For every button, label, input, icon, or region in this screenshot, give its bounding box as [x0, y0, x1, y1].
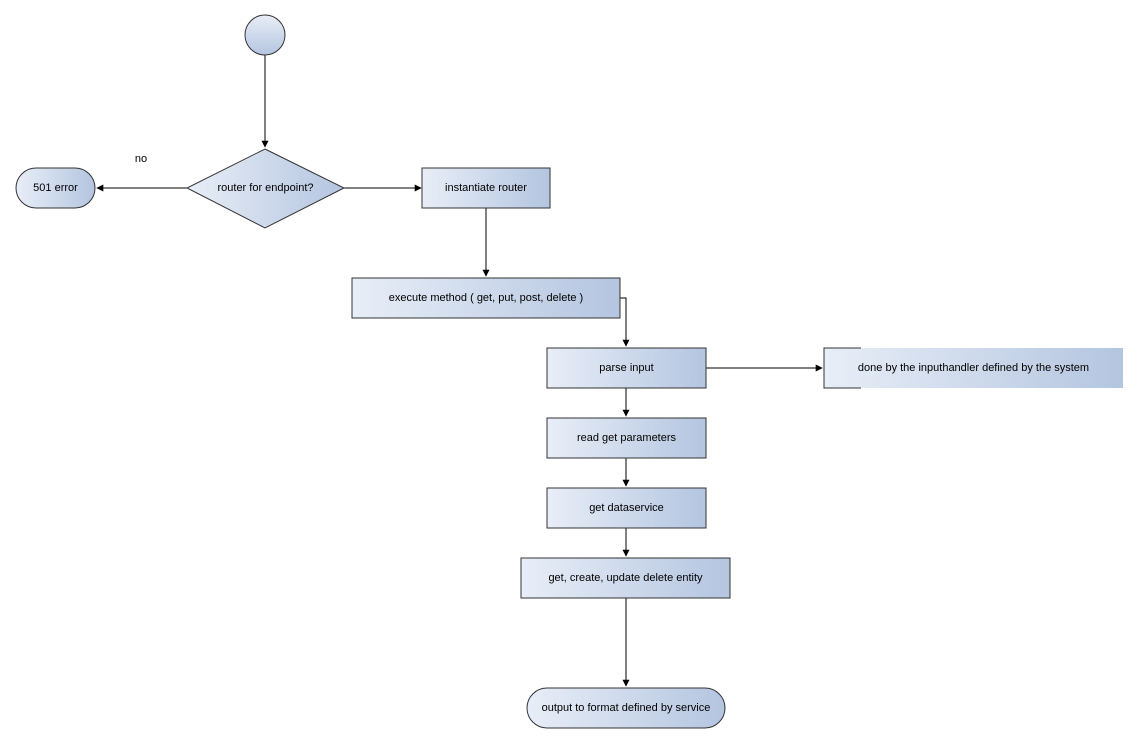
output-label: output to format defined by service: [541, 702, 711, 714]
error-label: 501 error: [33, 182, 78, 194]
execute-node: [351, 277, 621, 319]
readget-label: read get parameters: [576, 432, 677, 444]
dataservice-label: get dataservice: [589, 502, 664, 514]
start-node: [244, 14, 286, 56]
parse-label: parse input: [599, 362, 654, 374]
readget-node: [546, 417, 707, 459]
instantiate-node: [421, 167, 551, 209]
edge-execute-to-parse: [620, 297, 630, 347]
execute-label: execute method ( get, put, post, delete …: [388, 292, 584, 304]
parse-node: [546, 347, 707, 389]
instantiate-label: instantiate router: [445, 182, 527, 194]
crud-label: get, create, update delete entity: [548, 572, 703, 584]
dataservice-node: [546, 487, 707, 529]
decision-node: [185, 148, 346, 229]
inputhandler-node-border: [823, 347, 861, 389]
edge-no-label: no: [134, 153, 148, 165]
inputhandler-label: done by the inputhandler defined by the …: [857, 362, 1090, 374]
inputhandler-node-fill: [824, 348, 1123, 388]
output-node: [526, 687, 726, 729]
decision-label: router for endpoint?: [217, 182, 314, 194]
crud-node: [520, 557, 731, 599]
error-node: [15, 167, 96, 209]
